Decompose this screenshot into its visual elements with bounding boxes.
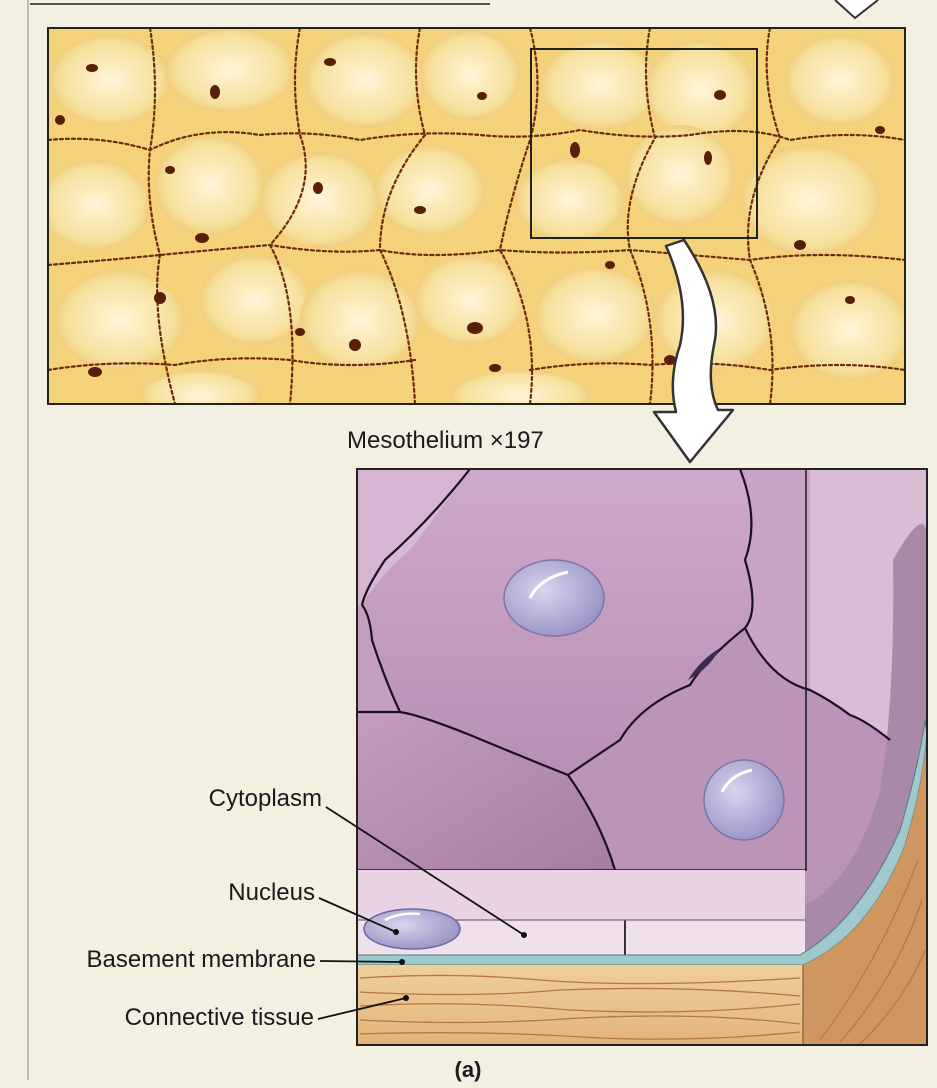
epithelium-drawing — [357, 469, 927, 1045]
micrograph-caption: Mesothelium ×197 — [347, 427, 544, 454]
micrograph-image — [40, 28, 910, 420]
label-nucleus: Nucleus — [228, 879, 315, 906]
nucleus-top-view — [504, 560, 604, 636]
panel-label: (a) — [455, 1057, 482, 1082]
label-connective-tissue: Connective tissue — [125, 1004, 314, 1031]
label-basement-membrane: Basement membrane — [87, 946, 316, 973]
leader-line-basement-membrane — [320, 961, 402, 962]
label-cytoplasm: Cytoplasm — [209, 785, 322, 812]
nucleus-cross-section — [364, 909, 460, 949]
